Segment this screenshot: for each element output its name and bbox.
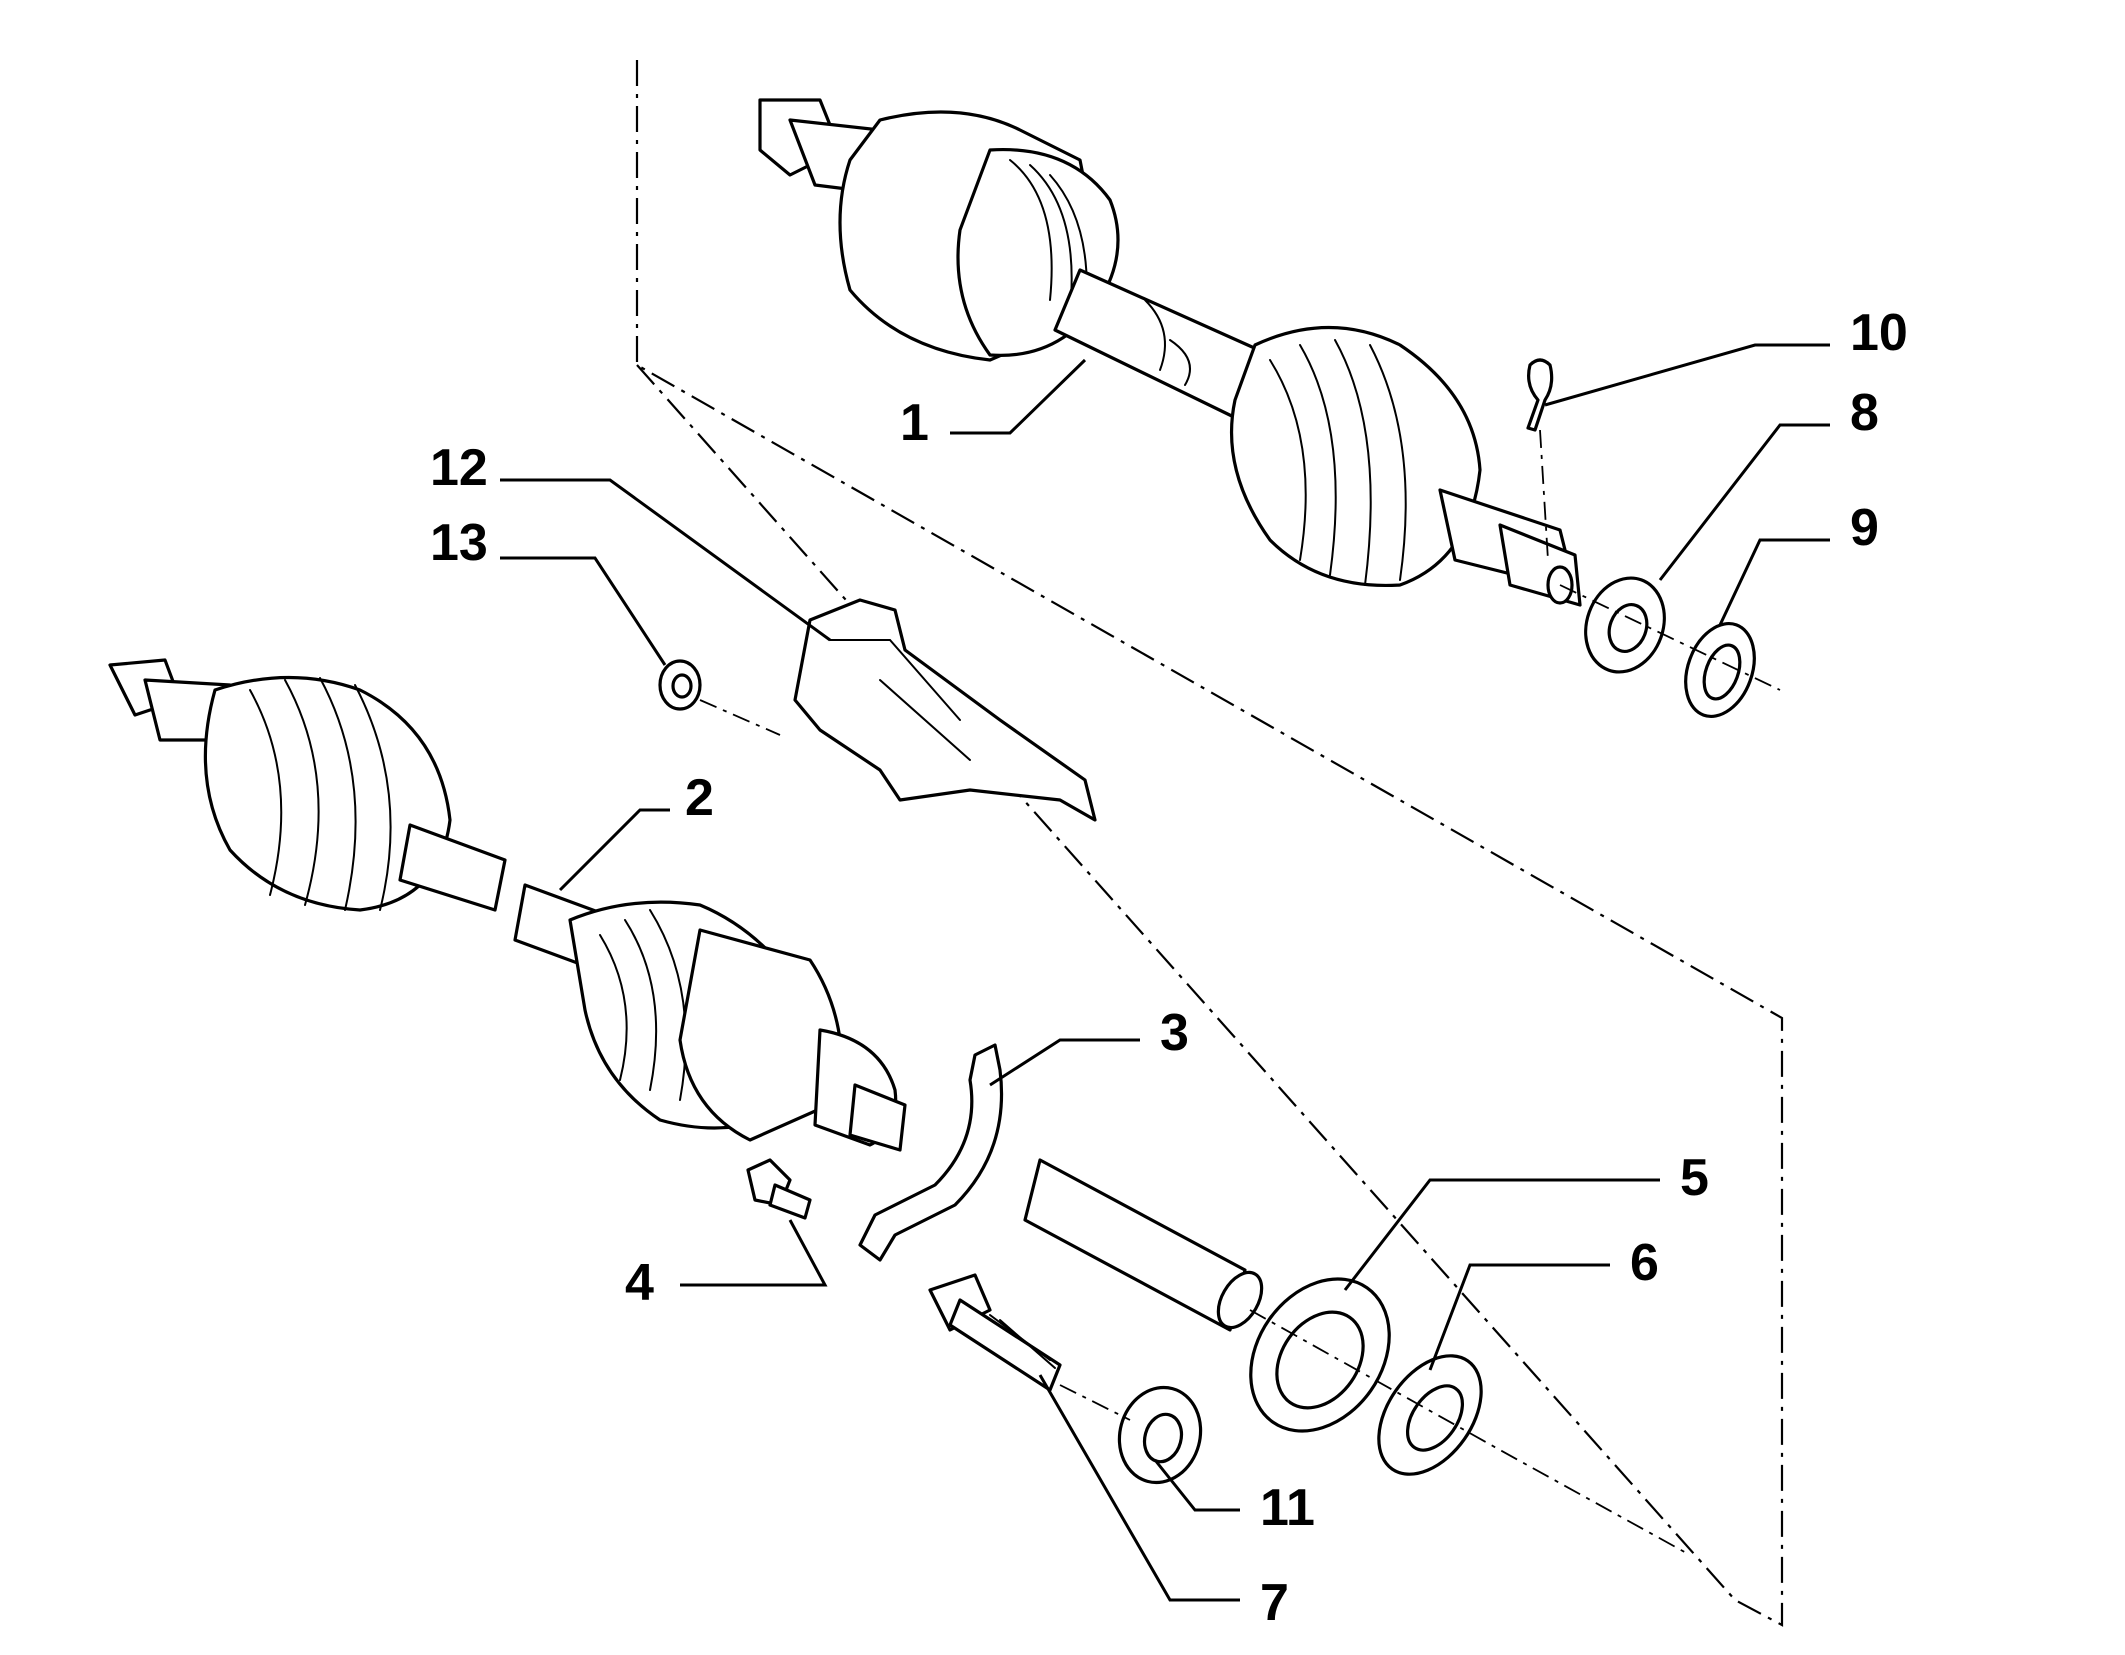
callout-8: 8	[1850, 384, 1879, 442]
assembly-boundary-frame	[635, 60, 1784, 1627]
part-10-split-pin[interactable]	[1526, 358, 1554, 432]
callout-12: 12	[430, 439, 488, 497]
callout-9: 9	[1850, 499, 1879, 557]
leader-10	[1544, 343, 1830, 407]
leader-3	[989, 1038, 1140, 1087]
callout-1: 1	[900, 394, 929, 452]
leader-11	[1153, 1459, 1240, 1512]
leader-12	[500, 478, 831, 642]
callout-2: 2	[685, 769, 714, 827]
leader-6	[1428, 1263, 1610, 1371]
leader-9	[1718, 538, 1830, 626]
callout-13: 13	[430, 514, 488, 572]
part-9-lock-ring[interactable]	[1674, 614, 1767, 726]
part-11-nut[interactable]	[1109, 1378, 1211, 1491]
callout-10: 10	[1850, 304, 1908, 362]
leader-8	[1658, 423, 1830, 581]
part-8-nut[interactable]	[1573, 567, 1677, 683]
leader-13	[500, 556, 667, 666]
leader-2	[558, 808, 670, 892]
part-6-washer[interactable]	[1358, 1337, 1503, 1493]
part-5-bearing[interactable]	[1222, 1252, 1418, 1457]
axis-line-13	[699, 699, 781, 736]
axis-line-top	[1559, 584, 1781, 691]
part-12-heat-shield[interactable]	[793, 598, 1097, 822]
part-3-bracket[interactable]	[858, 1043, 1004, 1262]
axis-line-7-11	[1059, 1384, 1131, 1421]
leader-1	[950, 358, 1087, 435]
leader-7	[1038, 1374, 1240, 1602]
leader-4	[680, 1219, 828, 1287]
callout-6: 6	[1630, 1234, 1659, 1292]
intermediate-shaft[interactable]	[1023, 1158, 1271, 1335]
callout-4: 4	[625, 1254, 654, 1312]
part-7-threaded-pin[interactable]	[928, 1273, 1062, 1392]
callout-11: 11	[1260, 1479, 1315, 1537]
part-1-drive-shaft[interactable]	[758, 98, 1582, 607]
leader-5	[1343, 1178, 1660, 1291]
callout-7: 7	[1260, 1574, 1289, 1632]
axis-line-pin	[1539, 429, 1549, 561]
callout-5: 5	[1680, 1149, 1709, 1207]
callout-3: 3	[1160, 1004, 1189, 1062]
part-2-drive-shaft-broken[interactable]	[108, 658, 907, 1152]
part-13-nut[interactable]	[658, 659, 702, 711]
part-4-bolt[interactable]	[746, 1158, 812, 1220]
